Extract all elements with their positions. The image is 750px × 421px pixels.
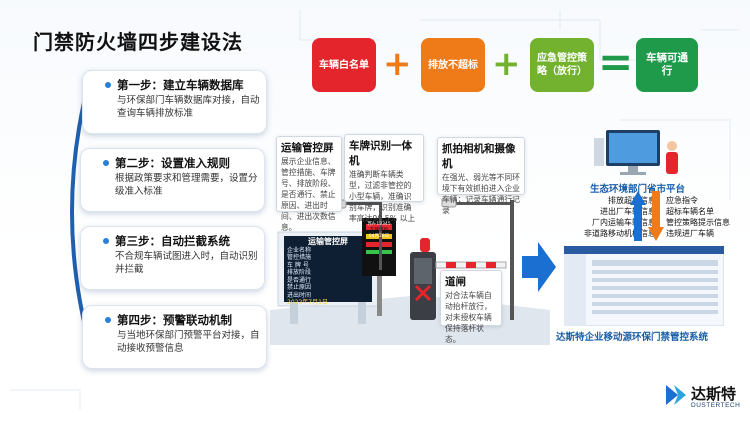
system-dashboard-thumbnail [564, 246, 724, 326]
equals-sign: = [598, 37, 634, 86]
page-title: 门禁防火墙四步建设法 [33, 30, 243, 54]
plus-sign-1: + [383, 44, 412, 84]
plus-sign-2: + [492, 44, 521, 84]
step-title: 第四步：预警联动机制 [117, 313, 232, 327]
callout-title: 道闸 [445, 276, 466, 288]
up-arrow-icon [630, 191, 646, 241]
bullet-icon [103, 160, 109, 166]
led-date: 04月28日 [368, 234, 390, 239]
callout-body: 展示企业信息、管控措施、车牌号、排放阶段、是否通行、禁止原因、进出时间、进出次数… [281, 157, 336, 232]
callout-barrier-gate: 道闸 对合法车辆自动抬杆放行，对未授权车辆保持落杆状态。 [440, 270, 502, 344]
upstream-item: 进出厂车辆信息 [600, 207, 656, 216]
callout-title: 运输管控屏 [281, 142, 334, 154]
callout-plate-recognizer: 车牌识别一体机 准确判断车辆类型，过滤非管控的小型车辆，准确识别车牌，识别准确率… [344, 134, 424, 223]
down-arrow-icon [648, 191, 664, 241]
downstream-info-list: 应急指令 超标车辆名单 管控策略提示信息 违规进厂车辆 [666, 195, 746, 239]
callout-title: 抓拍相机和摄像机 [442, 143, 516, 170]
display-screen-title: 运输管控屏 [308, 237, 348, 246]
step-description: 与当地环保部门预警平台对接，自动接收预警信息 [117, 330, 260, 354]
platform-label: 生态环境部门省市平台 [590, 184, 686, 195]
downstream-item: 违规进厂车辆 [666, 229, 714, 238]
step-description: 与环保部门车辆数据库对接，自动查询车辆排放标准 [117, 95, 260, 119]
step-title: 第二步：设置准入规则 [115, 156, 230, 170]
gate-scene-illustration [270, 197, 550, 345]
formula-box-whitelist: 车辆白名单 [312, 38, 376, 92]
callout-body: 对合法车辆自动抬杆放行，对未授权车辆保持落杆状态。 [445, 291, 492, 344]
brand-name: 达斯特 [691, 385, 737, 403]
platform-monitor-illustration [594, 130, 678, 175]
upstream-item: 厂内运输车辆信息 [592, 218, 656, 227]
display-line: 管控措施 [287, 254, 312, 261]
display-line: 排放阶段 [287, 269, 312, 276]
dustertech-logo-icon [666, 385, 686, 405]
step-4: 第四步：预警联动机制 与当地环保部门预警平台对接，自动接收预警信息 [82, 305, 267, 369]
display-line: 车 牌 号 [287, 261, 309, 269]
display-screen: 运输管控屏 企业名称 管控措施 车 牌 号 排放阶段 是否通行 禁止原因 进出时… [284, 236, 372, 306]
step-description: 不合规车辆试图进入时，自动识别并拦截 [115, 251, 258, 275]
bullet-icon [105, 82, 111, 88]
step-3: 第三步：自动拦截系统 不合规车辆试图进入时，自动识别并拦截 [80, 226, 265, 290]
display-time: 2022年7月1日 [287, 299, 328, 306]
upstream-item: 非道路移动机械信息 [584, 229, 656, 238]
display-line: 企业名称 [287, 246, 312, 254]
bullet-icon [103, 238, 109, 244]
downstream-item: 管控策略提示信息 [666, 218, 730, 227]
step-title: 第一步：建立车辆数据库 [117, 78, 244, 92]
brand-sub: DUSTERTECH [691, 402, 741, 409]
step-2: 第二步：设置准入规则 根据政策要求和管理需要，设置分级准入标准 [80, 148, 265, 212]
formula-box-emission: 排放不超标 [421, 38, 485, 92]
downstream-item: 应急指令 [666, 196, 698, 205]
led-status: 车牌识别 [370, 228, 388, 233]
upstream-item: 排放超标信息 [608, 196, 656, 205]
flow-arrow-icon [522, 242, 556, 292]
callout-body: 准确判断车辆类型，过滤非管控的小型车辆，准确识别车牌，识别准确率高达99.5% … [349, 170, 416, 223]
downstream-item: 超标车辆名单 [666, 207, 714, 216]
step-1: 第一步：建立车辆数据库 与环保部门车辆数据库对接，自动查询车辆排放标准 [82, 70, 267, 134]
upstream-info-list: 排放超标信息 进出厂车辆信息 厂内运输车辆信息 非道路移动机械信息 [582, 195, 656, 239]
formula-box-emergency: 应急管控策略（放行） [530, 38, 594, 92]
callout-title: 车牌识别一体机 [349, 140, 412, 167]
callout-body: 在强光、弱光等不同环境下有效抓拍进入企业车辆；记录车辆通行记录 [442, 173, 520, 215]
bullet-icon [105, 317, 111, 323]
callout-display-screen: 运输管控屏 展示企业信息、管控措施、车牌号、排放阶段、是否通行、禁止原因、进出时… [276, 136, 342, 232]
step-title: 第三步：自动拦截系统 [115, 234, 230, 248]
callout-camera: 抓拍相机和摄像机 在强光、弱光等不同环境下有效抓拍进入企业车辆；记录车辆通行记录 [437, 137, 525, 215]
system-label: 达斯特企业移动源环保门禁管控系统 [556, 332, 709, 343]
led-sign: 苏A·12345 车牌识别 04月28日 [366, 222, 392, 240]
display-line: 是否通行 [287, 276, 312, 284]
led-plate: 苏A·12345 [367, 222, 391, 227]
formula-box-result: 车辆可通行 [636, 38, 698, 92]
display-line: 禁止原因 [287, 284, 312, 291]
step-description: 根据政策要求和管理需要，设置分级准入标准 [115, 173, 258, 197]
display-line: 进出时间 [287, 291, 312, 299]
